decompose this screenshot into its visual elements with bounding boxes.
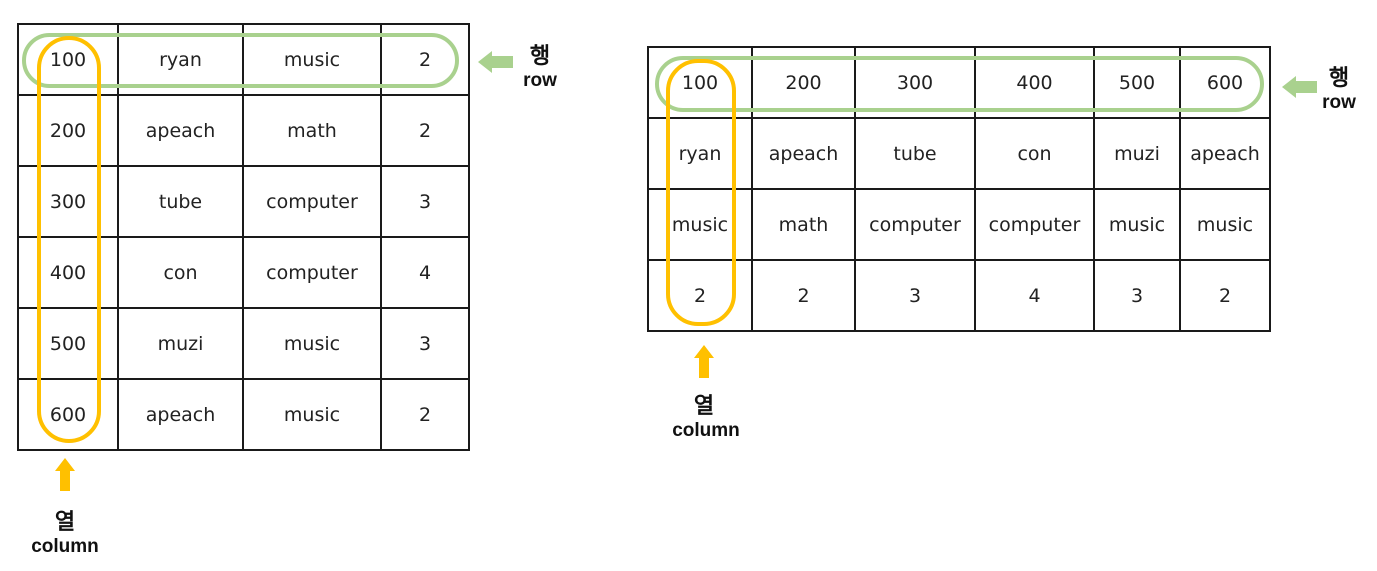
arrow-up-icon — [694, 345, 714, 378]
table-row: 2 2 3 4 3 2 — [647, 259, 1271, 332]
row-highlight — [22, 33, 459, 88]
table-cell: 2 — [1179, 259, 1271, 332]
table-cell: 3 — [1093, 259, 1181, 332]
right-table: 100 200 300 400 500 600 ryan apeach tube… — [647, 46, 1271, 332]
table-row: 200 apeach math 2 — [17, 94, 470, 167]
table-cell: tube — [117, 165, 244, 238]
table-row: ryan apeach tube con muzi apeach — [647, 117, 1271, 190]
row-label: row — [1322, 92, 1356, 113]
table-cell: con — [974, 117, 1095, 190]
column-highlight — [666, 59, 736, 326]
table-cell: 3 — [380, 307, 470, 380]
column-label-korean: 열 — [54, 510, 76, 535]
table-cell: apeach — [751, 117, 856, 190]
table-row: music math computer computer music music — [647, 188, 1271, 261]
table-cell: computer — [242, 236, 382, 309]
arrow-left-icon — [478, 51, 513, 73]
table-cell: music — [242, 378, 382, 451]
arrow-up-icon — [55, 458, 75, 491]
table-cell: muzi — [1093, 117, 1181, 190]
table-cell: music — [242, 307, 382, 380]
table-cell: 500 — [17, 307, 119, 380]
row-label: row — [523, 70, 557, 91]
row-label-korean: 행 — [529, 44, 551, 69]
row-highlight — [655, 56, 1264, 112]
table-cell: music — [1093, 188, 1181, 261]
table-row: 300 tube computer 3 — [17, 165, 470, 238]
table-row: 500 muzi music 3 — [17, 307, 470, 380]
table-cell: 400 — [17, 236, 119, 309]
row-label-korean: 행 — [1328, 66, 1350, 91]
column-highlight — [37, 36, 101, 443]
table-cell: 2 — [380, 378, 470, 451]
table-cell: 3 — [380, 165, 470, 238]
column-label: column — [672, 420, 740, 441]
table-cell: apeach — [117, 378, 244, 451]
table-cell: apeach — [117, 94, 244, 167]
table-cell: math — [751, 188, 856, 261]
table-cell: computer — [974, 188, 1095, 261]
table-cell: 2 — [751, 259, 856, 332]
table-cell: 4 — [380, 236, 470, 309]
table-cell: math — [242, 94, 382, 167]
table-cell: 2 — [380, 94, 470, 167]
table-cell: apeach — [1179, 117, 1271, 190]
table-cell: muzi — [117, 307, 244, 380]
table-cell: tube — [854, 117, 976, 190]
table-cell: 200 — [17, 94, 119, 167]
table-row: 400 con computer 4 — [17, 236, 470, 309]
table-cell: 3 — [854, 259, 976, 332]
table-cell: 4 — [974, 259, 1095, 332]
arrow-left-icon — [1282, 76, 1317, 98]
table-cell: computer — [242, 165, 382, 238]
column-label-korean: 열 — [693, 394, 715, 419]
table-cell: 300 — [17, 165, 119, 238]
table-cell: computer — [854, 188, 976, 261]
table-cell: con — [117, 236, 244, 309]
column-label: column — [31, 536, 99, 557]
table-cell: music — [1179, 188, 1271, 261]
